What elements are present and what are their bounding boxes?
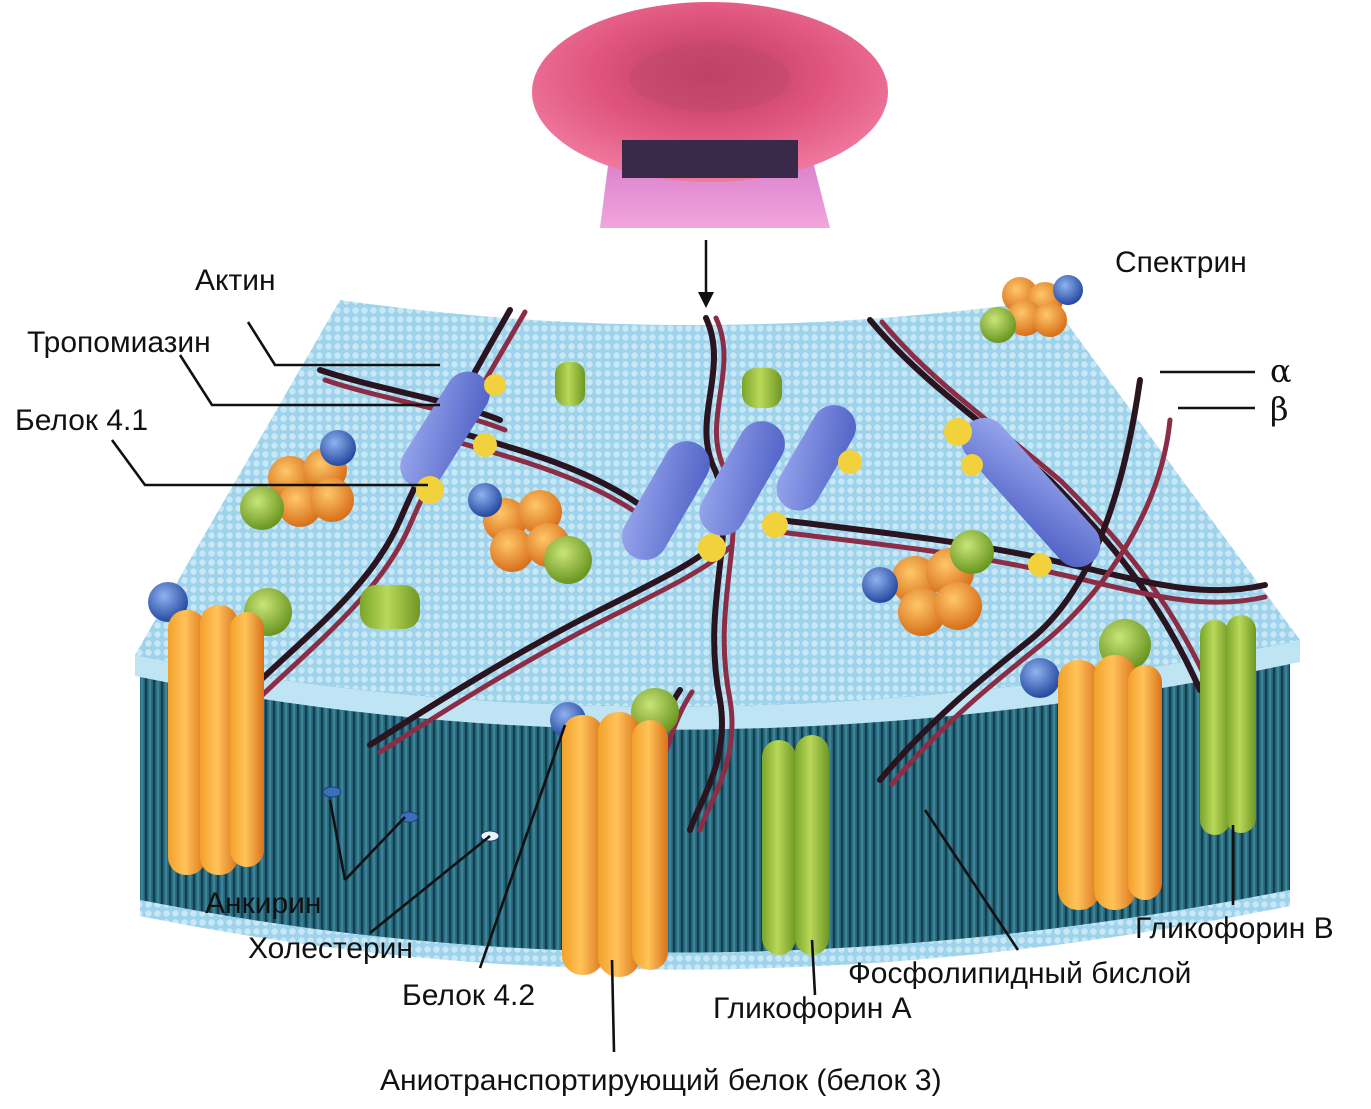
protein-4-1-icon [1028, 553, 1052, 577]
protein-4-1-icon [944, 418, 972, 446]
label-phospholipid-bilayer: Фосфолипидный бислой [848, 957, 1191, 990]
protein-4-1-icon [762, 512, 788, 538]
glycophorin-b-column [1200, 615, 1256, 835]
zoom-arrow-head [698, 292, 714, 308]
label-tropomyosin: Тропомиазин [27, 326, 211, 359]
band3-column-right [1058, 655, 1162, 910]
label-glycophorin-b: Гликофорин В [1135, 912, 1334, 945]
protein-4-1-icon [698, 534, 726, 562]
label-actin: Актин [195, 264, 276, 297]
label-band3: Аниотранспортирующий белок (белок 3) [380, 1064, 942, 1097]
protein-4-1-icon [961, 454, 983, 476]
label-alpha: α [1270, 352, 1292, 390]
cell-cut-section [622, 140, 798, 178]
protein-4-1-icon [473, 433, 497, 457]
label-ankyrin: Анкирин [205, 887, 321, 920]
protein-4-1-icon [416, 476, 444, 504]
label-glycophorin-a: Гликофорин А [713, 992, 912, 1025]
protein-4-2-icon [1020, 658, 1060, 698]
label-cholesterol: Холестерин [248, 932, 413, 965]
red-blood-cell-icon [532, 2, 888, 308]
label-protein-4-2: Белок 4.2 [402, 979, 535, 1012]
label-spectrin: Спектрин [1115, 246, 1247, 279]
protein-4-1-icon [838, 450, 862, 474]
label-protein-4-1: Белок 4.1 [15, 404, 148, 437]
band3-column-center [562, 712, 668, 977]
protein-4-1-icon [484, 374, 506, 396]
cell-center-depression [630, 44, 790, 112]
label-beta: β [1270, 390, 1289, 428]
ankyrin-band3-column-left [168, 605, 264, 875]
glycophorin-a-column [762, 735, 829, 955]
